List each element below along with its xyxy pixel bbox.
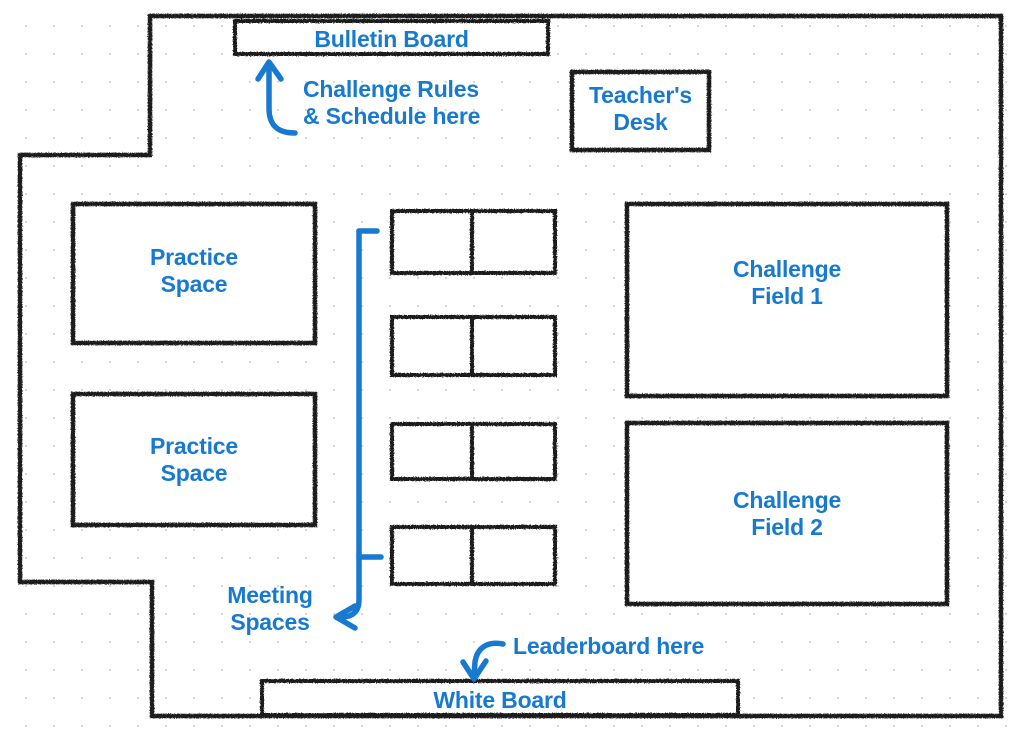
meeting-table-2-shape [390, 315, 557, 377]
white-board-shape [260, 679, 740, 717]
practice-space-1-shape [70, 201, 318, 346]
meeting-table-1-shape [390, 209, 557, 275]
meeting-table-4-shape [390, 525, 557, 586]
teachers-desk-shape [569, 69, 712, 153]
challenge-field-1-shape [624, 201, 950, 399]
room-outer-wall [17, 13, 1004, 719]
practice-space-2-shape [70, 391, 318, 528]
challenge-rules-arrow [255, 59, 298, 136]
bulletin-board-shape [233, 19, 550, 56]
meeting-spaces-bracket [333, 228, 384, 631]
challenge-field-2-shape [624, 420, 950, 607]
leaderboard-arrow [460, 640, 506, 682]
meeting-table-3-shape [390, 422, 557, 481]
